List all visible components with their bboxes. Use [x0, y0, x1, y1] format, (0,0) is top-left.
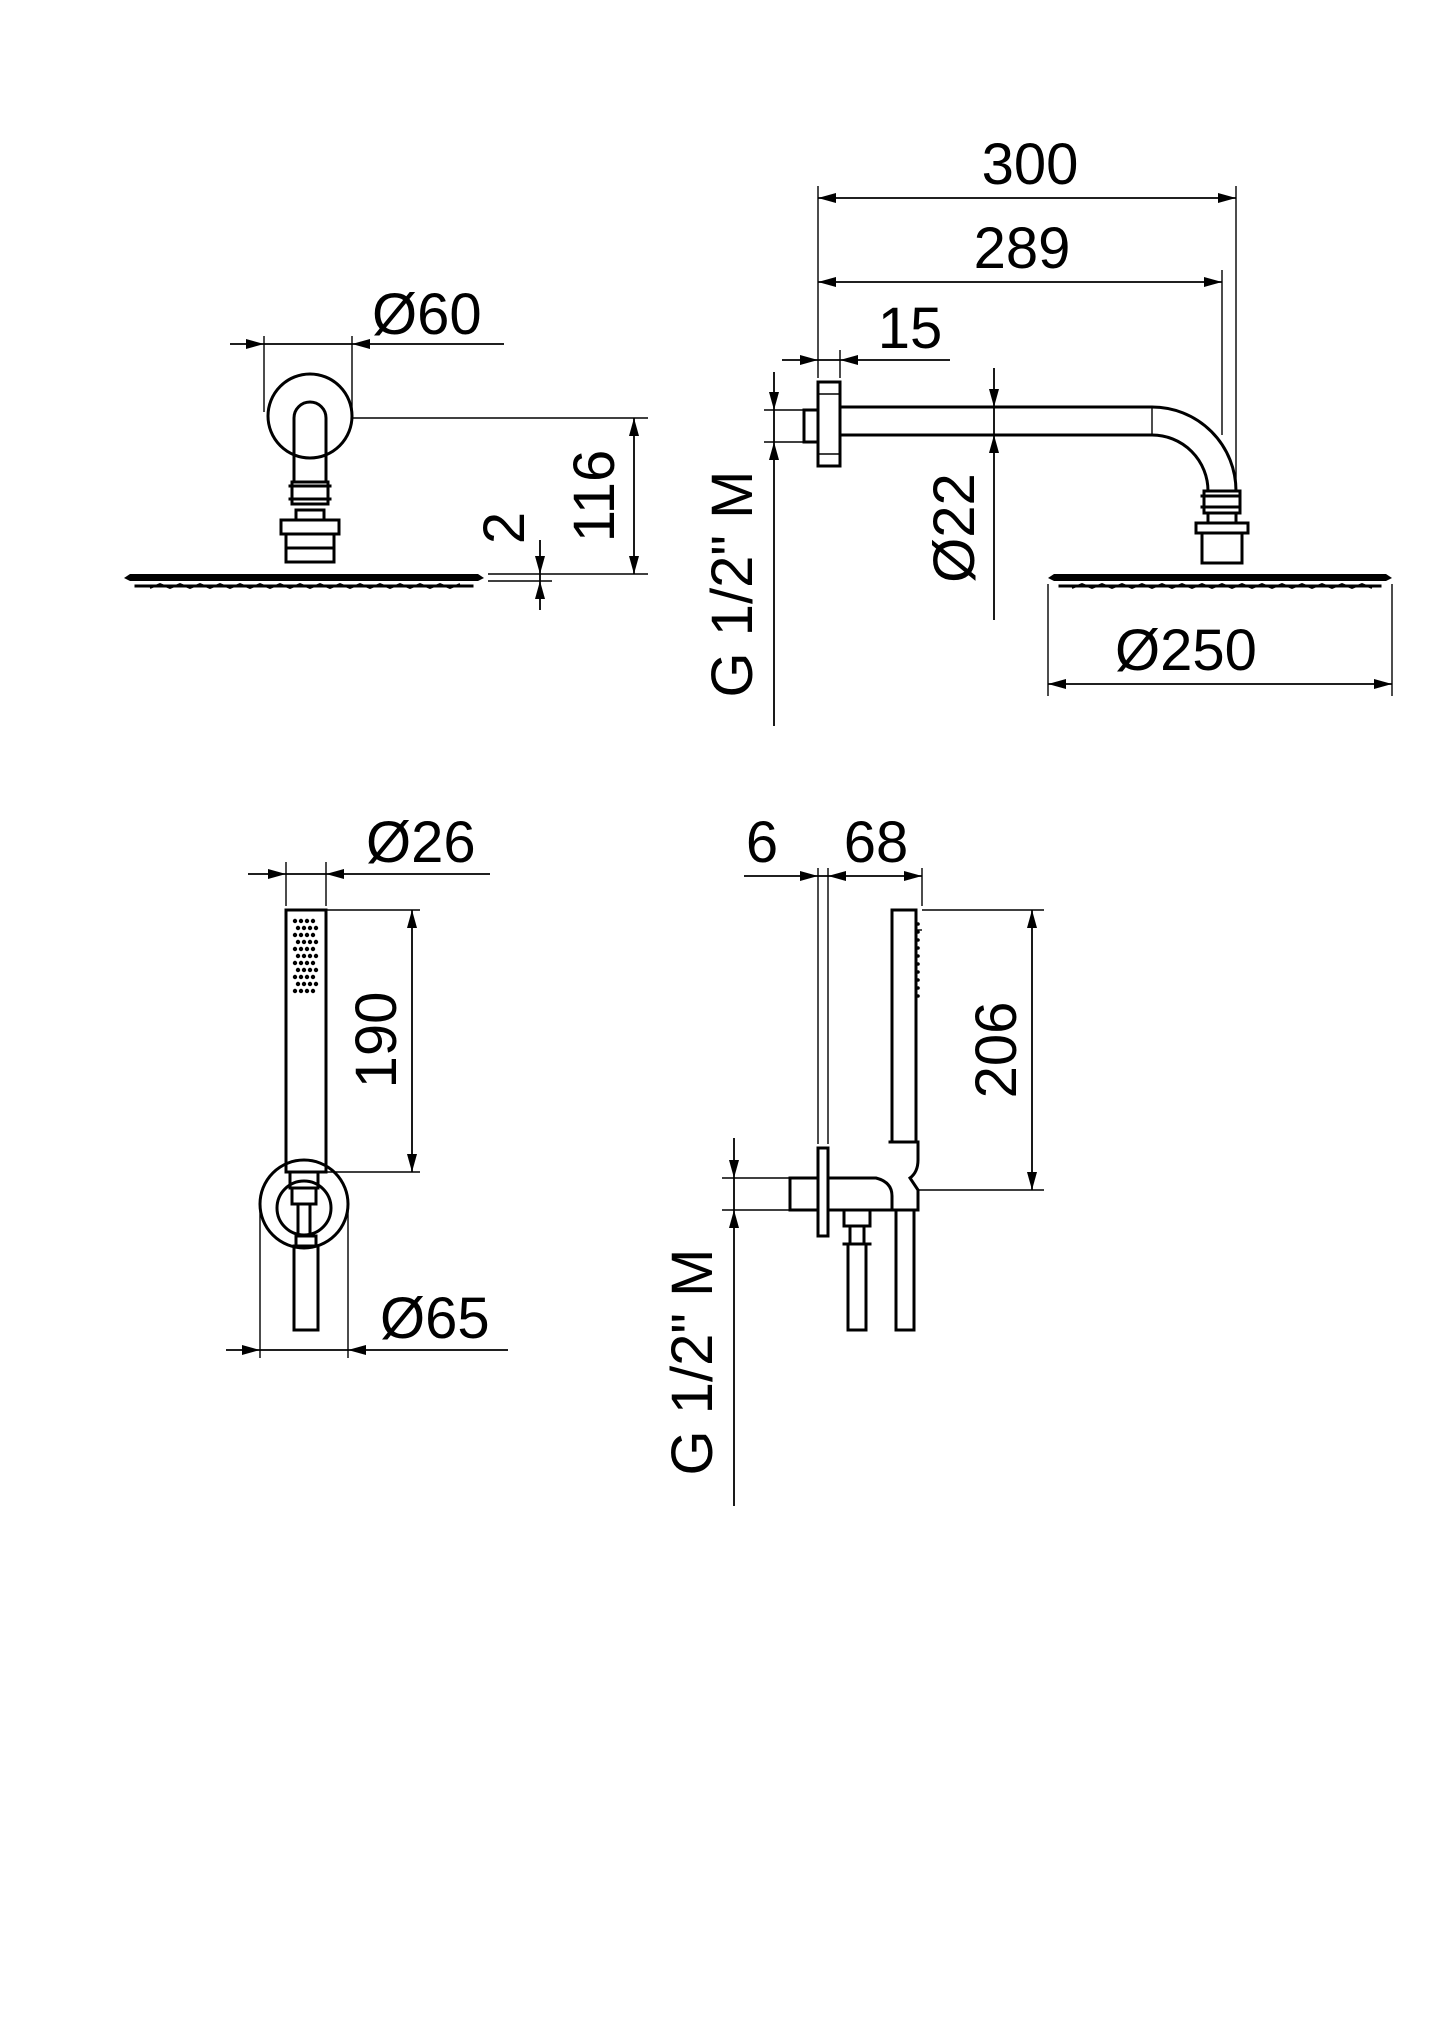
nozzle-dot: [295, 939, 301, 945]
nozzle-dot: [307, 981, 313, 987]
nozzle-dot: [292, 918, 298, 924]
dim-arm-length-inner: 289: [974, 216, 1071, 281]
nozzle-dot: [916, 962, 920, 966]
nozzle-dot: [301, 967, 307, 973]
nozzle-dot: [313, 953, 319, 959]
nozzle-dot: [310, 960, 316, 966]
nozzle-dot: [313, 939, 319, 945]
nozzle-dot: [298, 946, 304, 952]
shower-head-side-view: 300 289 15 G 1/2" M Ø22 Ø250: [700, 132, 1393, 726]
nozzle-dot: [298, 960, 304, 966]
nozzle-dot: [310, 988, 316, 994]
nozzle-dot: [298, 932, 304, 938]
nozzle-dot: [916, 946, 920, 950]
nozzle-dot: [310, 974, 316, 980]
nozzle-dot: [292, 988, 298, 994]
nozzle-dot: [307, 953, 313, 959]
dim-plate-depth: 6: [746, 810, 778, 875]
nozzle-dot: [301, 953, 307, 959]
side-spray-nozzles: [916, 922, 920, 998]
nozzle-dot: [313, 925, 319, 931]
nozzle-dot: [295, 981, 301, 987]
dim-arm-diameter: Ø22: [922, 473, 987, 583]
nozzle-dot: [292, 960, 298, 966]
nozzle-dot: [298, 974, 304, 980]
nozzle-dot: [304, 974, 310, 980]
nozzle-dot: [295, 953, 301, 959]
nozzle-dot: [916, 978, 920, 982]
nozzle-dot: [304, 960, 310, 966]
nozzle-dot: [304, 918, 310, 924]
nozzle-dot: [304, 988, 310, 994]
dim-hand-height: 206: [964, 1002, 1029, 1099]
hand-shower-front-view: Ø26 190 Ø65: [226, 810, 508, 1358]
nozzle-dot: [292, 946, 298, 952]
dim-projection: 68: [844, 810, 909, 875]
nozzle-dot: [916, 922, 920, 926]
dim-head-inlet-thread: G 1/2" M: [700, 471, 765, 698]
nozzle-dot: [304, 932, 310, 938]
nozzle-dot: [916, 930, 920, 934]
nozzle-dot: [298, 988, 304, 994]
nozzle-dot: [304, 946, 310, 952]
nozzle-dot: [310, 932, 316, 938]
dim-hand-inlet-thread: G 1/2" M: [660, 1249, 725, 1476]
nozzle-dot: [301, 939, 307, 945]
nozzle-dot: [298, 918, 304, 924]
nozzle-dot: [916, 994, 920, 998]
nozzle-dot: [313, 967, 319, 973]
nozzle-dot: [292, 932, 298, 938]
nozzle-dot: [295, 925, 301, 931]
nozzle-dot: [916, 970, 920, 974]
nozzle-dot: [916, 986, 920, 990]
nozzle-dot: [916, 954, 920, 958]
dim-outlet-diameter: Ø65: [380, 1286, 490, 1351]
nozzle-dot: [916, 938, 920, 942]
nozzle-dot: [307, 967, 313, 973]
nozzle-dot: [301, 981, 307, 987]
dim-head-flange-diameter: Ø60: [372, 282, 482, 347]
nozzle-dot: [307, 925, 313, 931]
dim-handle-diameter: Ø26: [366, 810, 476, 875]
dim-arm-length-total: 300: [982, 132, 1079, 197]
dim-head-height: 116: [562, 450, 627, 542]
hand-shower-side-view: 6 68 206 G 1/2" M: [660, 810, 1044, 1506]
dim-plate-thickness: 2: [472, 512, 537, 544]
dim-handle-length: 190: [344, 992, 409, 1089]
nozzle-dot: [310, 918, 316, 924]
nozzle-dot: [313, 981, 319, 987]
shower-head-front-view: Ø60 116 2: [124, 282, 648, 610]
nozzle-dot: [295, 967, 301, 973]
dim-flange-depth: 15: [878, 296, 943, 361]
nozzle-dot: [307, 939, 313, 945]
nozzle-dot: [310, 946, 316, 952]
dim-head-diameter: Ø250: [1115, 618, 1257, 683]
nozzle-dot: [292, 974, 298, 980]
nozzle-dot: [301, 925, 307, 931]
spray-nozzles: [292, 918, 319, 994]
